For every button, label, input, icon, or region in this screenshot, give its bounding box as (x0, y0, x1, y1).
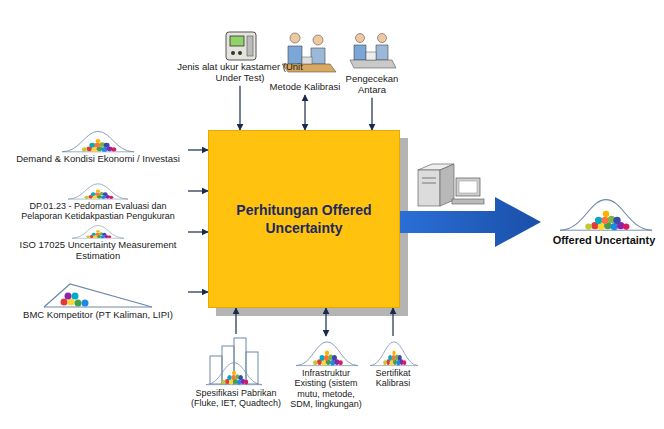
item-label: Pengecekan Antara (343, 74, 401, 96)
input-item: Spesifikasi Pabrikan (Fluke, IET, Quadte… (186, 336, 286, 409)
input-item: Sertifikat Kalibrasi (368, 338, 418, 389)
item-label: Metode Kalibrasi (269, 82, 341, 93)
item-label: Jenis alat ukur kastamer (Unit Under Tes… (175, 62, 305, 84)
input-item: BMC Kompetitor (PT Kaliman, LIPI) (8, 280, 188, 321)
connector-arrow (239, 86, 240, 130)
people-icon (350, 34, 396, 69)
box-title: Perhitungan Offered Uncertainty (209, 201, 399, 237)
input-item: Demand & Kondisi Ekonomi / Investasi (8, 128, 188, 165)
item-label: Infrastruktur Existing (sistem mutu, met… (286, 368, 366, 409)
item-label: Offered Uncertainty (545, 234, 663, 247)
connector-arrow (304, 95, 305, 130)
output-arrow (400, 197, 541, 247)
item-label: Spesifikasi Pabrikan (Fluke, IET, Quadte… (186, 388, 286, 409)
connector-arrow (371, 98, 372, 130)
input-item: DP.01.23 - Pedoman Evaluasi dan Pelapora… (8, 181, 188, 222)
input-item: ISO 17025 Uncertainty Measurement Estima… (8, 224, 188, 262)
input-item: Offered Uncertainty (545, 196, 663, 247)
item-label: ISO 17025 Uncertainty Measurement Estima… (8, 240, 188, 262)
bell-curve (68, 184, 128, 199)
item-label: DP.01.23 - Pedoman Evaluasi dan Pelapora… (8, 201, 188, 222)
connector-arrow (325, 308, 326, 336)
input-item: Infrastruktur Existing (sistem mutu, met… (286, 338, 366, 409)
connector-arrow (188, 291, 208, 292)
item-label: BMC Kompetitor (PT Kaliman, LIPI) (8, 310, 188, 321)
bell-curve (296, 342, 358, 366)
connector-arrow (188, 231, 208, 232)
bell-curve (62, 131, 134, 151)
bell-curve (72, 226, 124, 239)
device-icon (226, 32, 256, 60)
bell-curve (370, 342, 418, 366)
item-label: Sertifikat Kalibrasi (368, 368, 418, 389)
connector-arrow (235, 308, 236, 334)
connector-arrow (188, 190, 208, 191)
spec-bars-icon (206, 338, 262, 385)
server-icon (418, 164, 484, 206)
process-box: Perhitungan Offered Uncertainty (208, 130, 400, 308)
bell-curve (560, 200, 652, 231)
input-item: Metode Kalibrasi (269, 28, 341, 93)
connector-arrow (392, 308, 393, 336)
input-item: Jenis alat ukur kastamer (Unit Under Tes… (175, 28, 305, 84)
connector-arrow (188, 149, 208, 150)
triangle-distribution (44, 284, 152, 307)
input-item: Pengecekan Antara (343, 30, 401, 96)
item-label: Demand & Kondisi Ekonomi / Investasi (8, 154, 188, 165)
